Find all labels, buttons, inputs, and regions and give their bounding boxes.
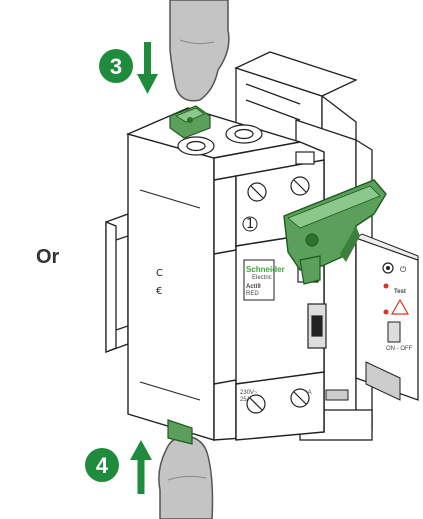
- warning-icon: [390, 298, 410, 315]
- rating-voltage: 230V~: [240, 390, 258, 396]
- side-markings: C €: [139, 189, 201, 401]
- svg-text:C: C: [156, 268, 163, 279]
- on-off-label: ON - OFF: [386, 346, 413, 352]
- step-4-marker: 4: [85, 448, 119, 482]
- step-4-number: 4: [96, 453, 109, 478]
- top-green-clip: [169, 105, 211, 139]
- terminal-number: 1: [246, 217, 254, 232]
- brand-sub: Electric: [252, 275, 272, 281]
- test-module: ⏻ Test ON - OFF: [354, 233, 419, 401]
- model-name: Acti9: [246, 284, 261, 290]
- brand-name: Schneider: [246, 265, 285, 274]
- step-3-marker: 3: [99, 49, 133, 83]
- din-rail: [105, 213, 129, 353]
- green-bridge-accessory: [283, 179, 387, 285]
- bottom-terminal-screws: [246, 388, 310, 414]
- model-sub: RED: [246, 291, 259, 297]
- up-arrow-icon: [130, 440, 152, 494]
- down-arrow-icon: [137, 42, 158, 94]
- step-3-number: 3: [110, 54, 122, 79]
- front-label: Schneider Electric Acti9 RED: [243, 259, 285, 301]
- bottom-green-clip: [167, 419, 193, 445]
- test-label: Test: [394, 289, 406, 295]
- top-terminal-screws: [177, 124, 315, 202]
- rating-current: 25A: [240, 397, 251, 403]
- or-label: Or: [36, 246, 60, 268]
- svg-text:⏻: ⏻: [400, 265, 407, 274]
- svg-text:€: €: [156, 286, 162, 297]
- bottom-finger: [158, 435, 214, 519]
- top-finger: [169, 0, 230, 102]
